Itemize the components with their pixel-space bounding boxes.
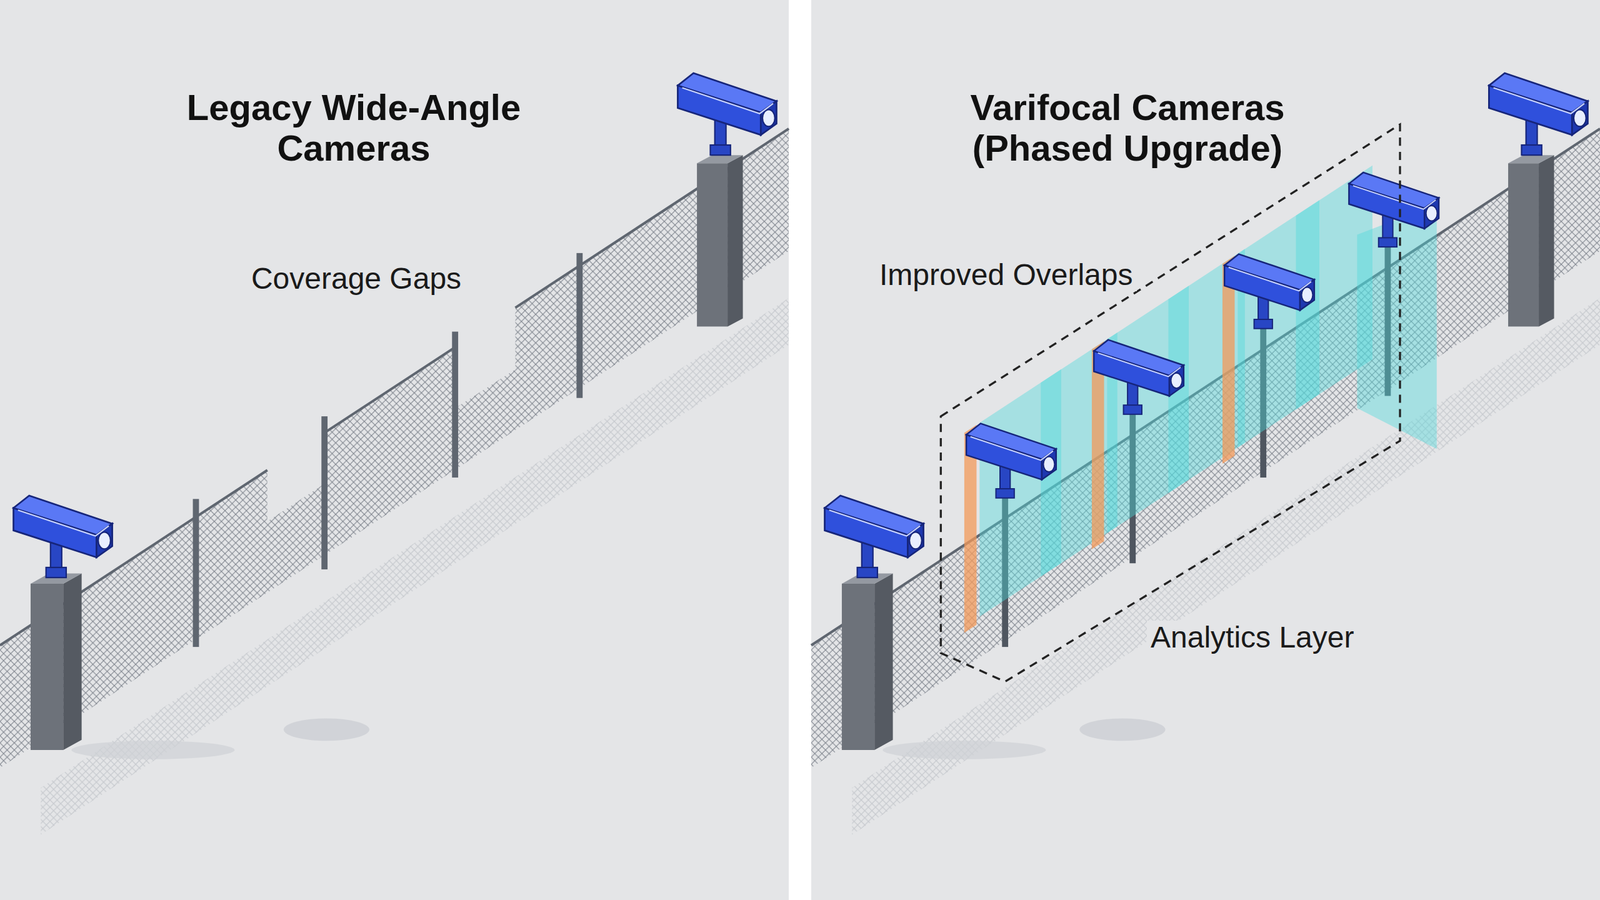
pillar xyxy=(30,573,82,750)
panel: Varifocal Cameras (Phased Upgrade) xyxy=(811,0,1600,900)
ground-shadow xyxy=(1079,718,1165,741)
fence-mesh-broken xyxy=(267,483,325,593)
fence-shadow xyxy=(851,298,1600,835)
camera xyxy=(966,423,1057,499)
camera-pole xyxy=(1001,498,1009,647)
fence-post xyxy=(193,498,200,647)
panel: Legacy Wide-Angle Cameras xyxy=(0,0,789,900)
camera xyxy=(1093,340,1184,415)
coverage-plane xyxy=(1237,200,1320,448)
fence-mesh xyxy=(324,347,455,556)
coverage-plane xyxy=(979,369,1062,617)
callout-text: Analytics Layer xyxy=(1146,620,1358,654)
coverage-edge xyxy=(1222,255,1235,464)
fence-post xyxy=(451,331,459,478)
coverage-edge xyxy=(964,425,977,634)
fence-rail xyxy=(811,128,1600,646)
camera xyxy=(825,495,924,578)
fence-mesh xyxy=(0,591,82,768)
pillar-shadow xyxy=(882,740,1046,759)
coverage-edge xyxy=(1091,341,1105,550)
camera-pole xyxy=(1260,328,1267,478)
panel-heading: Varifocal Cameras (Phased Upgrade) xyxy=(927,87,1328,169)
pillar xyxy=(841,573,894,750)
coverage-plane xyxy=(1106,285,1189,534)
coverage-plane xyxy=(1356,204,1437,450)
fence-rail xyxy=(0,470,268,645)
camera xyxy=(677,73,777,155)
fence-mesh xyxy=(811,128,1600,769)
panel-title: Legacy Wide-Angle Cameras xyxy=(153,87,554,169)
callout-label: Analytics Layer xyxy=(1146,620,1358,655)
callout-text: Improved Overlaps xyxy=(875,258,1137,292)
camera xyxy=(1488,73,1588,155)
fence-shadow xyxy=(40,298,789,835)
camera-pole xyxy=(1129,414,1136,564)
fence-rail xyxy=(324,347,455,434)
coverage-plane xyxy=(1168,248,1245,494)
pillar xyxy=(1508,155,1554,327)
camera-pole xyxy=(1385,246,1392,396)
pillar xyxy=(696,155,743,327)
callout-text: Coverage Gaps xyxy=(247,261,465,295)
callout-label: Coverage Gaps xyxy=(247,261,465,296)
coverage-plane xyxy=(1040,332,1117,577)
fence-mesh xyxy=(81,470,268,715)
camera xyxy=(13,495,113,578)
panel-heading: Legacy Wide-Angle Cameras xyxy=(153,87,554,169)
analytics-boundary xyxy=(940,124,1400,682)
fence-post xyxy=(321,416,328,570)
camera xyxy=(1348,172,1439,247)
callout-label: Improved Overlaps xyxy=(875,257,1137,292)
camera xyxy=(1224,254,1315,329)
panel-title: Varifocal Cameras (Phased Upgrade) xyxy=(927,87,1328,169)
coverage-plane xyxy=(1295,165,1372,410)
fence-rail xyxy=(515,128,789,309)
ground-shadow xyxy=(283,718,370,741)
fence-mesh xyxy=(515,128,789,430)
pillar-shadow xyxy=(71,740,235,759)
fence-mesh-broken xyxy=(455,369,515,470)
fence-post xyxy=(576,253,583,399)
